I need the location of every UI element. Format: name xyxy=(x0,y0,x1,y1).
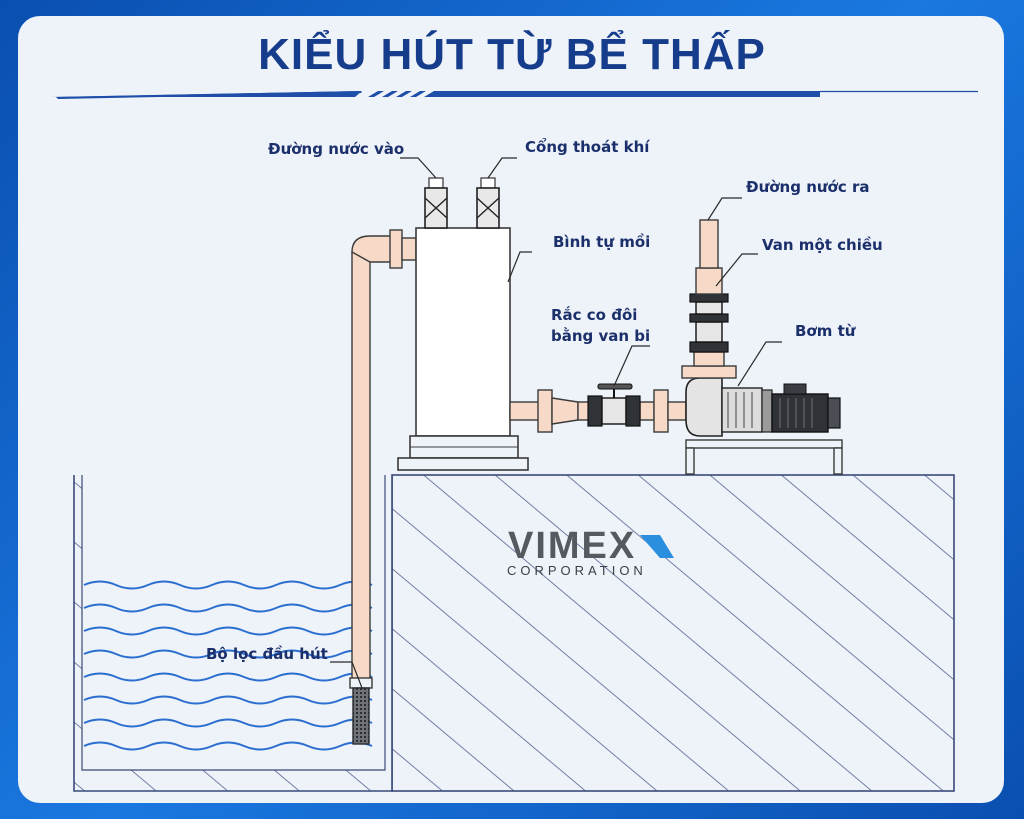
ground-block xyxy=(391,474,955,792)
label-water-outlet: Đường nước ra xyxy=(746,178,870,196)
pump-stand xyxy=(685,439,843,475)
low-tank xyxy=(73,475,393,792)
page-title: KIỂU HÚT TỪ BỂ THẤP xyxy=(258,30,766,79)
label-foot-filter: Bộ lọc đầu hút xyxy=(206,645,328,663)
vimex-logo: VIMEX CORPORATION xyxy=(507,525,674,578)
vent-fitting xyxy=(476,177,500,229)
foot-filter xyxy=(349,677,373,745)
suction-pipe xyxy=(351,229,417,681)
water-waves xyxy=(83,580,373,751)
label-pump: Bơm từ xyxy=(795,322,856,340)
ball-valve-union xyxy=(587,383,641,427)
logo-sub-text: CORPORATION xyxy=(507,563,647,578)
magnetic-pump xyxy=(685,377,841,437)
leader-lines xyxy=(330,157,782,689)
discharge-horizontal-pipe xyxy=(509,389,687,433)
label-priming-tank: Bình tự mồi xyxy=(553,232,650,251)
discharge-vertical xyxy=(681,219,737,379)
label-water-inlet: Đường nước vào xyxy=(268,140,404,158)
title-underline xyxy=(50,90,978,99)
label-check-valve: Van một chiều xyxy=(762,235,883,254)
label-union-line-2: bằng van bi xyxy=(551,326,650,345)
label-union-line-1: Rắc co đôi xyxy=(551,305,637,324)
label-air-vent: Cổng thoát khí xyxy=(525,137,650,156)
priming-tank xyxy=(397,227,529,471)
logo-main-text: VIMEX xyxy=(508,525,636,567)
inlet-fitting xyxy=(424,177,448,229)
